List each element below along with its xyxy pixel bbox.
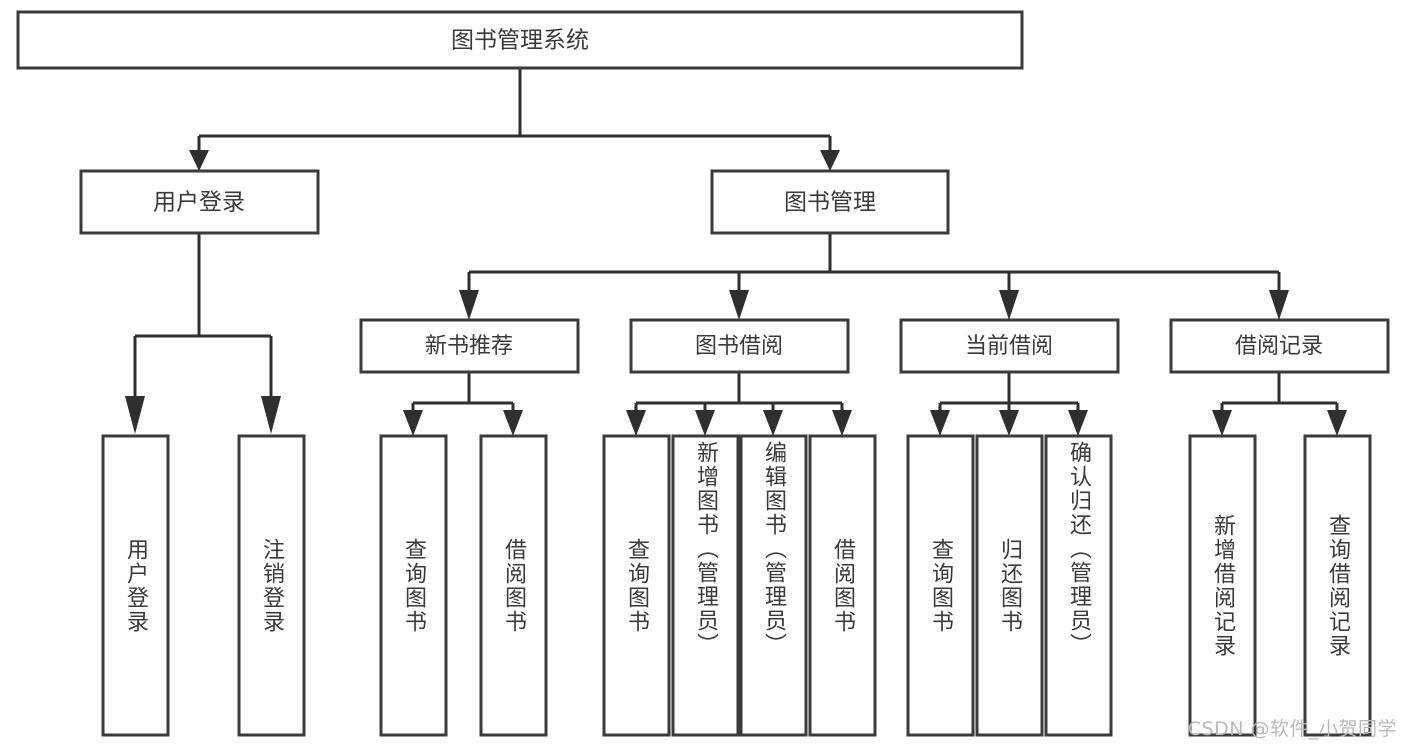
- arrowhead-to-book-borrow: [729, 290, 749, 320]
- arrowhead-borrow-leaf-4: [832, 410, 852, 436]
- arrowhead-current-leaf-2: [999, 410, 1019, 436]
- leaf-box-recommend-query-book[interactable]: [379, 434, 448, 737]
- arrowhead-to-book-management: [820, 150, 840, 171]
- connector-layer: [125, 68, 1347, 436]
- node-borrow-record-label: 借阅记录: [1235, 334, 1323, 359]
- arrowhead-recommend-leaf-2: [503, 410, 523, 436]
- node-current-borrow[interactable]: [899, 318, 1120, 374]
- arrowhead-record-leaf-2: [1327, 410, 1347, 436]
- node-layer: 图书管理系统 用户登录 图书管理 新书推荐 图书借阅 当前借阅 借阅记录: [16, 10, 1390, 737]
- arrowhead-to-user-login: [189, 150, 209, 171]
- node-root-label: 图书管理系统: [451, 28, 589, 54]
- leaf-box-current-return-book[interactable]: [975, 434, 1044, 737]
- arrowhead-to-new-book-recommend: [459, 290, 479, 320]
- node-book-borrow[interactable]: [629, 318, 850, 374]
- node-new-book-recommend[interactable]: [359, 318, 580, 374]
- leaf-box-record-add-record[interactable]: [1188, 434, 1257, 737]
- leaf-box-borrow-add-book-admin[interactable]: [671, 434, 740, 737]
- node-user-login-label: 用户登录: [153, 190, 245, 216]
- leaf-box-record-query-record[interactable]: [1303, 434, 1372, 737]
- arrowhead-borrow-leaf-3: [763, 410, 783, 436]
- node-user-login[interactable]: [79, 169, 320, 235]
- leaf-box-borrow-borrow-book[interactable]: [808, 434, 877, 737]
- arrowhead-record-leaf-1: [1212, 410, 1232, 436]
- arrowhead-to-borrow-record: [1269, 290, 1289, 320]
- node-book-management-label: 图书管理: [784, 190, 876, 216]
- arrowhead-to-current-borrow: [999, 290, 1019, 320]
- node-new-book-recommend-label: 新书推荐: [425, 334, 513, 359]
- leaf-box-current-query-book[interactable]: [906, 434, 975, 737]
- arrowhead-current-leaf-3: [1068, 410, 1088, 436]
- node-current-borrow-label: 当前借阅: [965, 334, 1053, 359]
- arrowhead-recommend-leaf-1: [403, 410, 423, 436]
- leaf-box-current-confirm-return-admin[interactable]: [1044, 434, 1113, 737]
- node-book-management[interactable]: [710, 169, 950, 235]
- arrowhead-leaf-logout: [261, 396, 281, 434]
- arrowhead-borrow-leaf-1: [626, 410, 646, 436]
- arrowhead-leaf-user-login: [125, 396, 145, 434]
- leaf-box-logout[interactable]: [237, 434, 306, 737]
- leaf-box-recommend-borrow-book[interactable]: [479, 434, 548, 737]
- node-root-book-management-system[interactable]: [16, 10, 1024, 70]
- leaf-box-borrow-query-book[interactable]: [602, 434, 671, 737]
- leaf-box-user-login[interactable]: [101, 434, 170, 737]
- node-borrow-record[interactable]: [1169, 318, 1390, 374]
- arrowhead-current-leaf-1: [930, 410, 950, 436]
- csdn-watermark: CSDN @软件_小贺同学: [1187, 718, 1397, 740]
- leaf-box-borrow-edit-book-admin[interactable]: [739, 434, 808, 737]
- arrowhead-borrow-leaf-2: [695, 410, 715, 436]
- node-book-borrow-label: 图书借阅: [695, 334, 783, 359]
